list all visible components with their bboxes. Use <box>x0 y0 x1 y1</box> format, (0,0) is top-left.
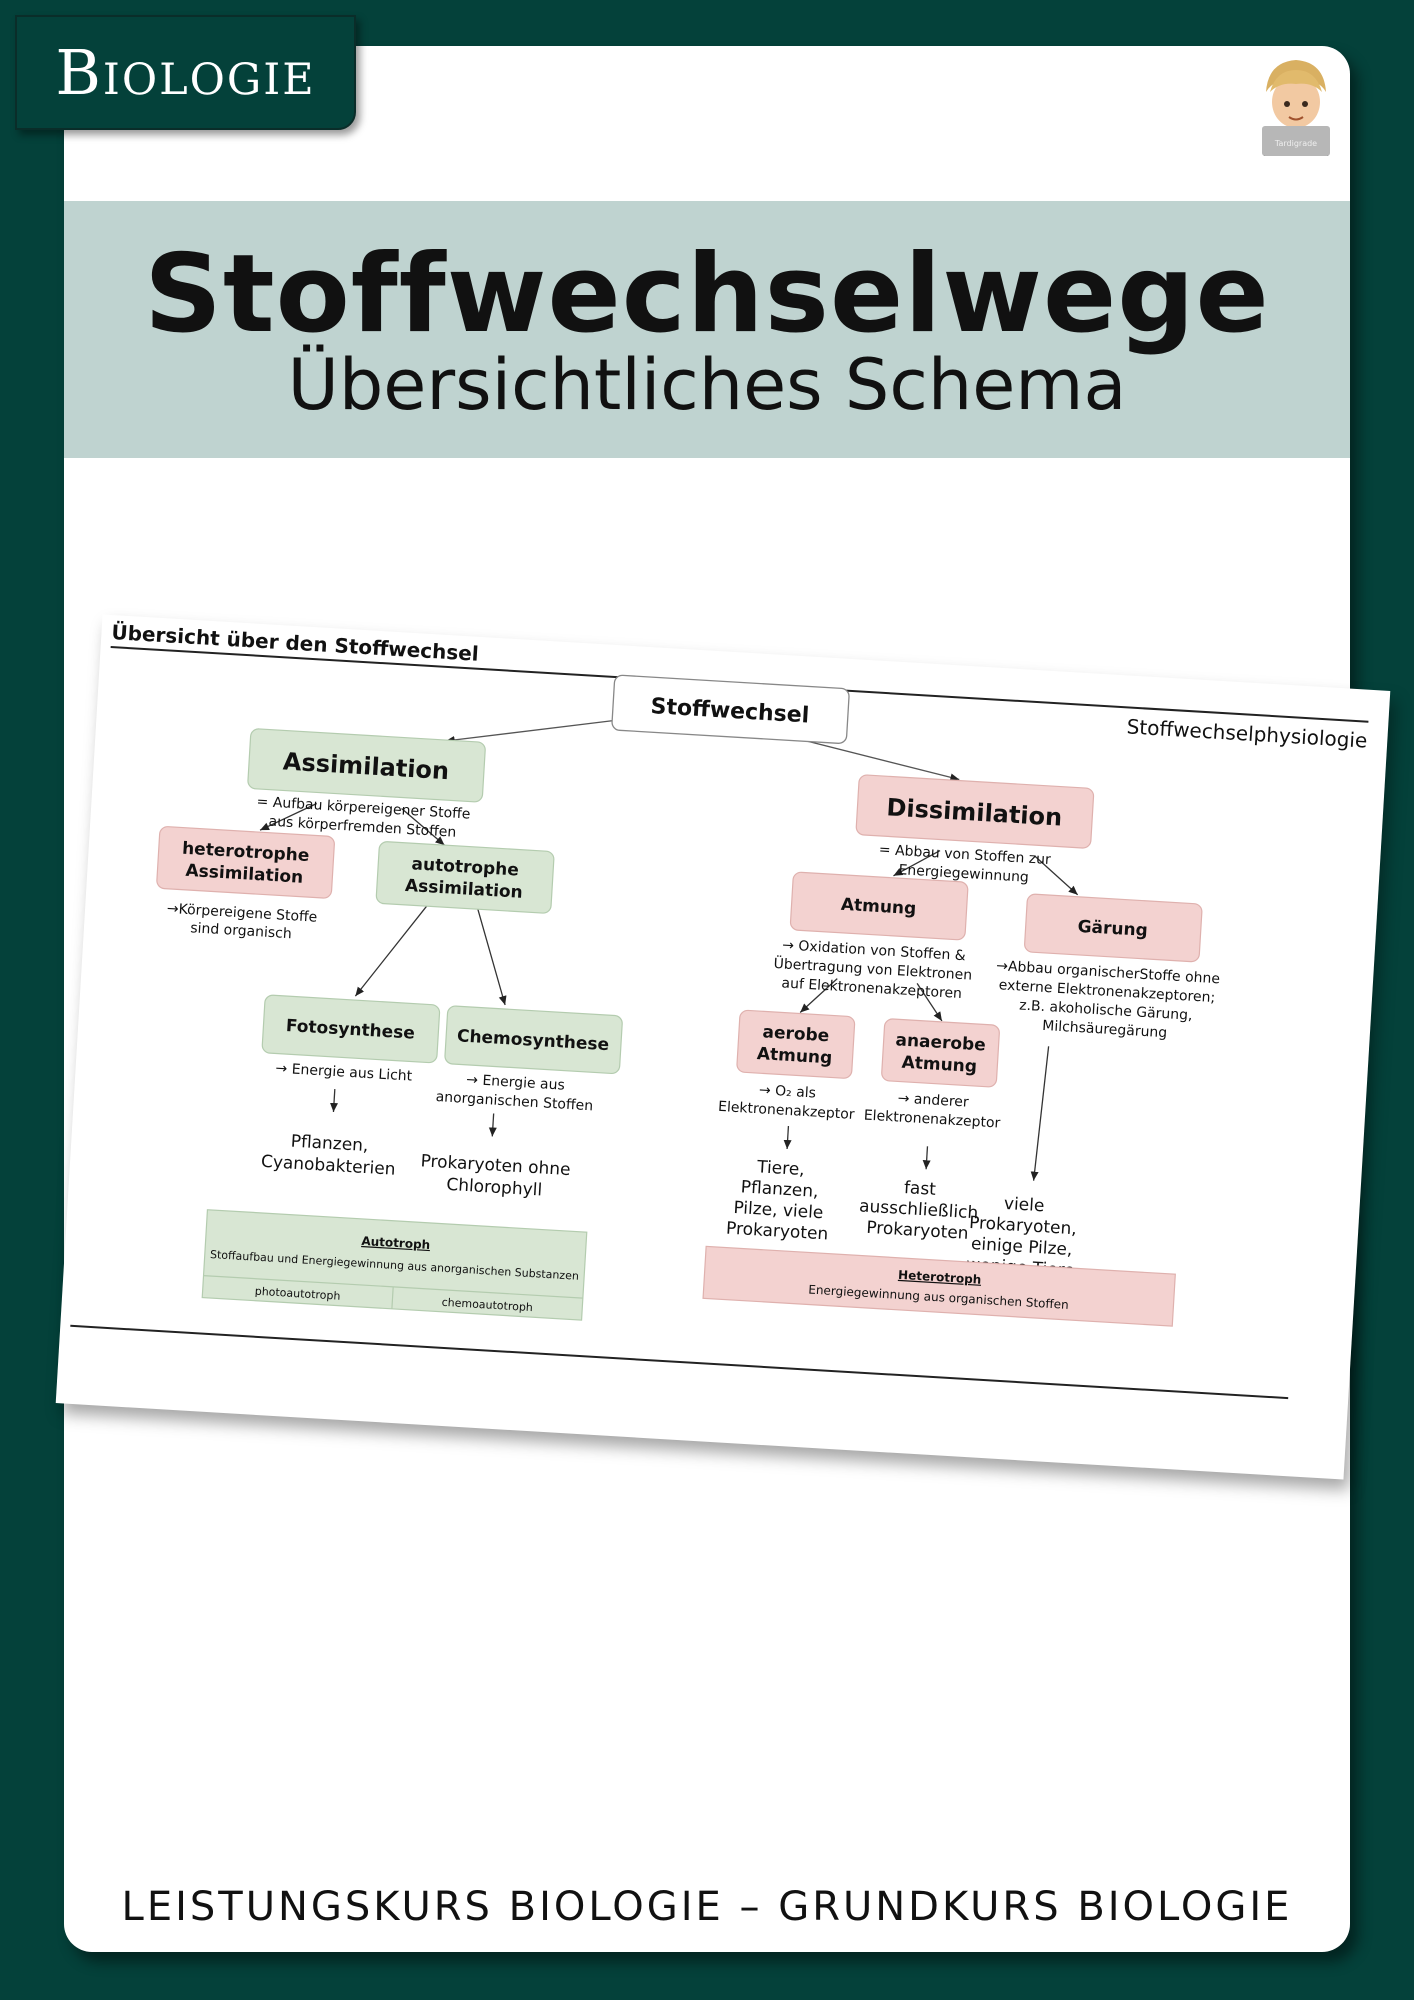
node-assimilation <box>247 728 486 803</box>
hetero-note-1: →Körpereigene Stoffe <box>166 901 317 926</box>
gaerung-note-4: Milchsäuregärung <box>1042 1018 1168 1041</box>
autotroph-table-col-divider <box>391 1286 394 1309</box>
arrow-auto-chemo <box>475 902 507 1006</box>
chemosynthese-result-2: Chlorophyll <box>446 1175 543 1201</box>
subject-tab: Biologie <box>15 15 356 130</box>
node-dissimilation <box>855 774 1095 849</box>
page-subtitle: Übersichtliches Schema <box>287 344 1127 426</box>
fotosynthese-note: → Energie aus Licht <box>275 1061 413 1085</box>
aerob-result-1: Tiere, <box>756 1157 806 1180</box>
aerob-note-1: → O₂ als <box>759 1082 817 1101</box>
node-atmung <box>789 871 969 941</box>
arrow-assim-auto <box>401 808 445 846</box>
avatar-label: Tardigrade <box>1274 139 1317 148</box>
autotroph-title: Autotroph <box>361 1234 431 1252</box>
node-anaerobe-atmung <box>881 1018 1000 1088</box>
node-stoffwechsel <box>611 674 850 744</box>
arrow-chemo-result <box>488 1113 497 1137</box>
aerob-note-2: Elektronenakzeptor <box>718 1099 856 1123</box>
autotroph-table-divider <box>203 1274 583 1299</box>
page-title: Stoffwechselwege <box>144 232 1270 357</box>
node-fotosynthese <box>261 994 441 1064</box>
heterotroph-title: Heterotroph <box>898 1268 982 1287</box>
hetero-note-2: sind organisch <box>190 920 292 942</box>
anaerob-result-1: fast <box>903 1178 936 1200</box>
node-gaerung <box>1024 893 1203 963</box>
arrow-root-assimilation <box>445 719 618 744</box>
arrow-gaerung-result <box>1030 1046 1050 1181</box>
node-aerobe-atmung <box>736 1009 856 1079</box>
chemosynthese-note-1: → Energie aus <box>466 1072 565 1094</box>
autotroph-col-photo: photoautotroph <box>254 1285 340 1303</box>
arrow-dissim-atmung <box>893 849 941 877</box>
autotroph-col-chemo: chemoautotroph <box>441 1296 533 1314</box>
arrow-atmung-aerob <box>799 978 838 1013</box>
arrow-auto-foto <box>354 900 432 997</box>
gaerung-result-1: viele <box>1003 1194 1045 1216</box>
avatar-icon: Tardigrade <box>1262 60 1330 156</box>
aerob-result-2: Pflanzen, <box>740 1177 819 1202</box>
anaerob-note-1: → anderer <box>897 1090 969 1110</box>
arrow-atmung-anaerob <box>916 983 943 1022</box>
title-band <box>64 201 1350 458</box>
gaerung-label: Gärung <box>1077 917 1148 941</box>
arrow-aerob-result <box>783 1125 792 1150</box>
sheet-bottom-rule <box>70 1324 1289 1400</box>
chemosynthese-note-2: anorganischen Stoffen <box>435 1089 593 1114</box>
fotosynthese-result-2: Cyanobakterien <box>260 1152 396 1180</box>
arrow-anaerob-result <box>922 1146 931 1170</box>
node-autotrophe-assimilation <box>375 841 555 914</box>
fotosynthese-result-1: Pflanzen, <box>290 1132 369 1157</box>
arrow-assim-hetero <box>259 802 318 831</box>
chemosynthese-result-1: Prokaryoten ohne <box>420 1151 571 1180</box>
overview-sheet: Übersicht über den Stoffwechsel Stoffwec… <box>55 614 1391 1480</box>
node-heterotrophe-assimilation <box>156 826 335 899</box>
atmung-label: Atmung <box>840 895 916 919</box>
node-chemosynthese <box>444 1005 623 1075</box>
arrow-foto-result <box>329 1089 338 1113</box>
anaerob-label-2: Atmung <box>901 1053 977 1077</box>
aerob-label-2: Atmung <box>756 1044 832 1068</box>
anaerob-note-2: Elektronenakzeptor <box>863 1107 1001 1131</box>
arrow-dissim-gaerung <box>1034 855 1079 896</box>
course-footer: LEISTUNGSKURS BIOLOGIE – GRUNDKURS BIOLO… <box>121 1884 1293 1930</box>
heterotroph-box <box>702 1245 1176 1327</box>
aerob-label-1: aerobe <box>762 1022 830 1046</box>
